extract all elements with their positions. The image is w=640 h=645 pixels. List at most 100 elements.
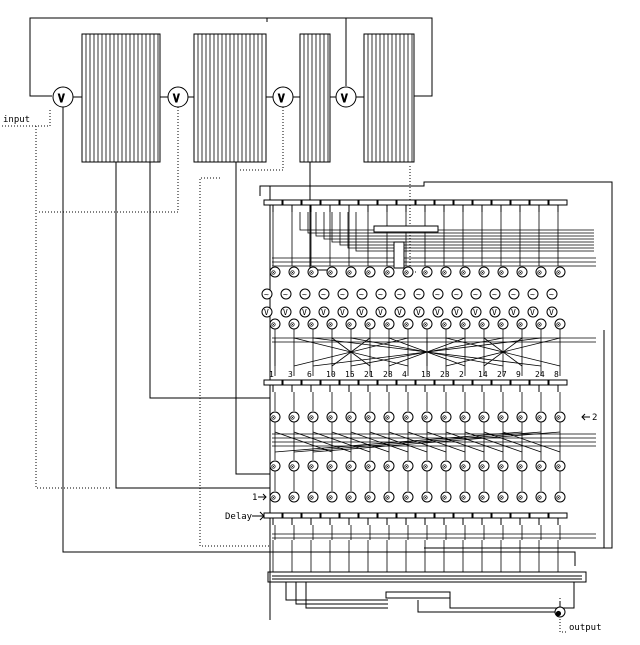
osc-cell-11: ~: [454, 290, 459, 299]
adder-d-6: ⊗: [366, 462, 371, 471]
arrows: [252, 413, 590, 521]
adder-e-2: ⊗: [290, 493, 295, 502]
tap-label-11: 2: [459, 370, 464, 379]
adder-a-2: ⊗: [290, 268, 295, 277]
comparator-2: V: [167, 86, 189, 108]
osc-cell-9: ~: [416, 290, 421, 299]
comparator-cell-13: V: [492, 308, 497, 317]
osc-cell-10: ~: [435, 290, 440, 299]
osc-cell-12: ~: [473, 290, 478, 299]
tap-label-14: 9: [516, 370, 521, 379]
osc-row: ~~~~~~~~~~~~~~~~: [261, 288, 558, 300]
adder-b-16: ⊗: [556, 320, 561, 329]
adder-b-3: ⊗: [309, 320, 314, 329]
adder-e-14: ⊗: [518, 493, 523, 502]
adder-b-5: ⊗: [347, 320, 352, 329]
comparator-4-symbol: V: [341, 92, 348, 105]
comparator-1-symbol: V: [58, 92, 65, 105]
comparator-3: V: [272, 86, 294, 108]
adder-c-14: ⊗: [518, 413, 523, 422]
adder-d-9: ⊗: [423, 462, 428, 471]
adder-e-3: ⊗: [309, 493, 314, 502]
adder-row-d: ⊗⊗⊗⊗⊗⊗⊗⊗⊗⊗⊗⊗⊗⊗⊗⊗: [269, 460, 566, 472]
adder-b-7: ⊗: [385, 320, 390, 329]
adder-row-e: ⊗⊗⊗⊗⊗⊗⊗⊗⊗⊗⊗⊗⊗⊗⊗⊗: [269, 491, 566, 503]
adder-e-10: ⊗: [442, 493, 447, 502]
comparator-cell-12: V: [473, 308, 478, 317]
adder-e-9: ⊗: [423, 493, 428, 502]
adder-c-9: ⊗: [423, 413, 428, 422]
osc-cell-3: ~: [302, 290, 307, 299]
comparator-cell-11: V: [454, 308, 459, 317]
adder-b-8: ⊗: [404, 320, 409, 329]
memory-bank-3: [299, 33, 331, 163]
tap-label-16: 8: [554, 370, 559, 379]
adder-a-3: ⊗: [309, 268, 314, 277]
adder-d-7: ⊗: [385, 462, 390, 471]
tap-label-5: 15: [345, 370, 355, 379]
comparator-cell-6: V: [359, 308, 364, 317]
adder-row-b: ⊗⊗⊗⊗⊗⊗⊗⊗⊗⊗⊗⊗⊗⊗⊗⊗: [269, 318, 566, 330]
tap-label-7: 28: [383, 370, 393, 379]
osc-cell-13: ~: [492, 290, 497, 299]
comparator-cell-7: V: [378, 308, 383, 317]
adder-e-6: ⊗: [366, 493, 371, 502]
adder-d-5: ⊗: [347, 462, 352, 471]
adder-b-6: ⊗: [366, 320, 371, 329]
adder-d-13: ⊗: [499, 462, 504, 471]
adder-d-14: ⊗: [518, 462, 523, 471]
adder-c-13: ⊗: [499, 413, 504, 422]
adder-d-16: ⊗: [556, 462, 561, 471]
adder-a-9: ⊗: [423, 268, 428, 277]
tap-label-2: 3: [288, 370, 293, 379]
comparator-cell-14: V: [511, 308, 516, 317]
comparator-cell-2: V: [283, 308, 288, 317]
adder-a-10: ⊗: [442, 268, 447, 277]
comparator-cell-8: V: [397, 308, 402, 317]
adder-a-16: ⊗: [556, 268, 561, 277]
adder-a-15: ⊗: [537, 268, 542, 277]
delay-label: Delay: [225, 512, 253, 522]
adder-e-8: ⊗: [404, 493, 409, 502]
comparator-cell-15: V: [530, 308, 535, 317]
adder-e-12: ⊗: [480, 493, 485, 502]
comparator-cell-10: V: [435, 308, 440, 317]
adder-a-14: ⊗: [518, 268, 523, 277]
osc-cell-14: ~: [511, 290, 516, 299]
adder-d-15: ⊗: [537, 462, 542, 471]
tap-label-3: 6: [307, 370, 312, 379]
adder-c-4: ⊗: [328, 413, 333, 422]
comparator-3-symbol: V: [278, 92, 285, 105]
adder-d-11: ⊗: [461, 462, 466, 471]
comparator-cell-16: V: [549, 308, 554, 317]
adder-d-10: ⊗: [442, 462, 447, 471]
adder-c-8: ⊗: [404, 413, 409, 422]
adder-c-7: ⊗: [385, 413, 390, 422]
osc-cell-4: ~: [321, 290, 326, 299]
comparator-cell-9: V: [416, 308, 421, 317]
top-feedback-wire: [29, 17, 433, 97]
adder-c-12: ⊗: [480, 413, 485, 422]
adder-e-11: ⊗: [461, 493, 466, 502]
adder-b-4: ⊗: [328, 320, 333, 329]
adder-b-12: ⊗: [480, 320, 485, 329]
adder-c-2: ⊗: [290, 413, 295, 422]
adder-a-12: ⊗: [480, 268, 485, 277]
adder-e-5: ⊗: [347, 493, 352, 502]
osc-cell-1: ~: [264, 290, 269, 299]
adder-e-7: ⊗: [385, 493, 390, 502]
register-row-top: [263, 199, 568, 212]
adder-b-14: ⊗: [518, 320, 523, 329]
tap-label-10: 23: [440, 370, 450, 379]
adder-d-4: ⊗: [328, 462, 333, 471]
adder-d-2: ⊗: [290, 462, 295, 471]
input-label: input: [3, 115, 30, 125]
adder-c-5: ⊗: [347, 413, 352, 422]
comparator-cell-5: V: [340, 308, 345, 317]
tap-label-13: 27: [497, 370, 507, 379]
adder-d-1: ⊗: [271, 462, 276, 471]
top-comparators: V V V V: [52, 86, 357, 108]
adder-e-15: ⊗: [537, 493, 542, 502]
